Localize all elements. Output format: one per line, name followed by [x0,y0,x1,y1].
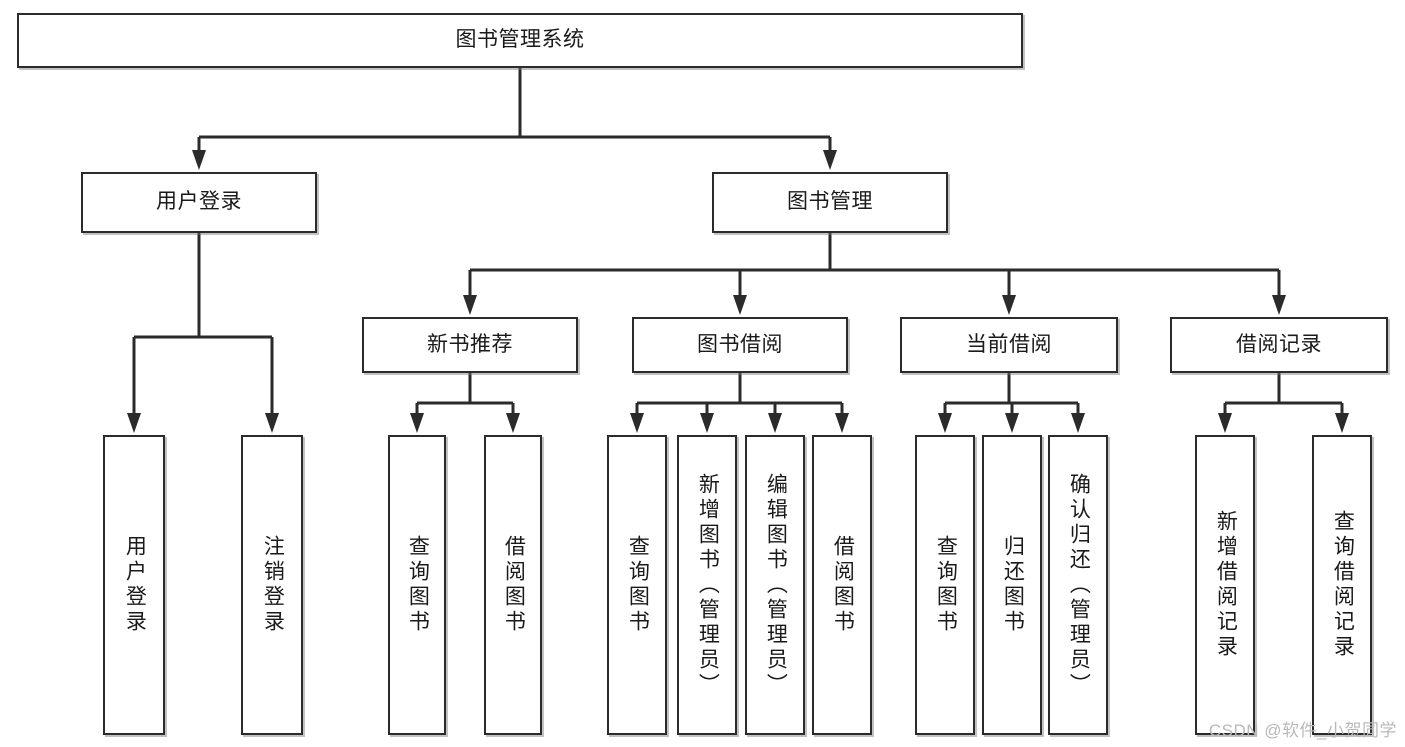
arrowhead-records [1272,295,1286,315]
arrowhead-login [192,150,206,170]
node-box-cur-confirm[interactable]: 确认归还（管理员） [1048,435,1108,735]
node-box-bw-add[interactable]: 新增图书（管理员） [677,435,737,735]
node-box-login-in[interactable]: 用户登录 [103,435,165,735]
arrowhead-bw-add [700,413,714,433]
node-label-rec-add: 新增借阅记录 [1214,510,1238,660]
node-label-root: 图书管理系统 [455,28,585,52]
node-label-newbook: 新书推荐 [427,332,513,356]
node-box-bw-borrow[interactable]: 借阅图书 [812,435,872,735]
node-label-borrow: 图书借阅 [697,332,783,356]
node-label-current: 当前借阅 [966,332,1052,356]
node-box-login-out[interactable]: 注销登录 [241,435,303,735]
arrowhead-bw-edit [768,413,782,433]
node-box-records[interactable]: 借阅记录 [1170,317,1388,373]
arrowhead-login-out [265,413,279,433]
node-label-rec-query: 查询借阅记录 [1331,510,1355,660]
node-box-nb-borrow[interactable]: 借阅图书 [484,435,542,735]
node-label-bw-edit: 编辑图书（管理员） [764,472,788,698]
node-label-bw-add: 新增图书（管理员） [696,472,720,698]
arrowhead-cur-confirm [1071,413,1085,433]
node-box-borrow[interactable]: 图书借阅 [632,317,848,373]
node-label-records: 借阅记录 [1236,332,1322,356]
arrowhead-bw-borrow [835,413,849,433]
node-box-login[interactable]: 用户登录 [81,172,317,233]
node-box-rec-query[interactable]: 查询借阅记录 [1312,435,1372,735]
node-box-bookmgmt[interactable]: 图书管理 [712,172,948,233]
arrowhead-cur-return [1005,413,1019,433]
arrowhead-bw-query [630,413,644,433]
watermark-text: CSDN @软件_小贺同学 [1208,721,1397,740]
arrowhead-current [1002,295,1016,315]
node-box-current[interactable]: 当前借阅 [900,317,1118,373]
node-box-cur-query[interactable]: 查询图书 [915,435,975,735]
node-label-bw-borrow: 借阅图书 [831,535,855,635]
arrowhead-rec-query [1335,413,1349,433]
node-box-bw-edit[interactable]: 编辑图书（管理员） [745,435,805,735]
arrowhead-borrow [733,295,747,315]
arrowhead-nb-query [410,413,424,433]
node-label-login-out: 注销登录 [261,535,285,635]
arrowhead-bookmgmt [823,150,837,170]
node-label-bookmgmt: 图书管理 [787,190,873,214]
node-box-bw-query[interactable]: 查询图书 [607,435,667,735]
node-label-bw-query: 查询图书 [626,535,650,635]
arrowhead-cur-query [938,413,952,433]
arrowhead-nb-borrow [506,413,520,433]
node-label-login-in: 用户登录 [123,535,147,635]
node-box-root[interactable]: 图书管理系统 [17,13,1023,68]
node-box-cur-return[interactable]: 归还图书 [982,435,1042,735]
arrowhead-login-in [127,413,141,433]
node-label-cur-confirm: 确认归还（管理员） [1067,472,1091,698]
node-label-cur-return: 归还图书 [1001,535,1025,635]
node-label-nb-query: 查询图书 [406,535,430,635]
node-label-login: 用户登录 [156,190,242,214]
node-label-nb-borrow: 借阅图书 [502,535,526,635]
node-box-newbook[interactable]: 新书推荐 [362,317,578,373]
node-box-nb-query[interactable]: 查询图书 [388,435,446,735]
arrowhead-newbook [463,295,477,315]
arrowhead-rec-add [1218,413,1232,433]
node-box-rec-add[interactable]: 新增借阅记录 [1195,435,1255,735]
node-label-cur-query: 查询图书 [934,535,958,635]
